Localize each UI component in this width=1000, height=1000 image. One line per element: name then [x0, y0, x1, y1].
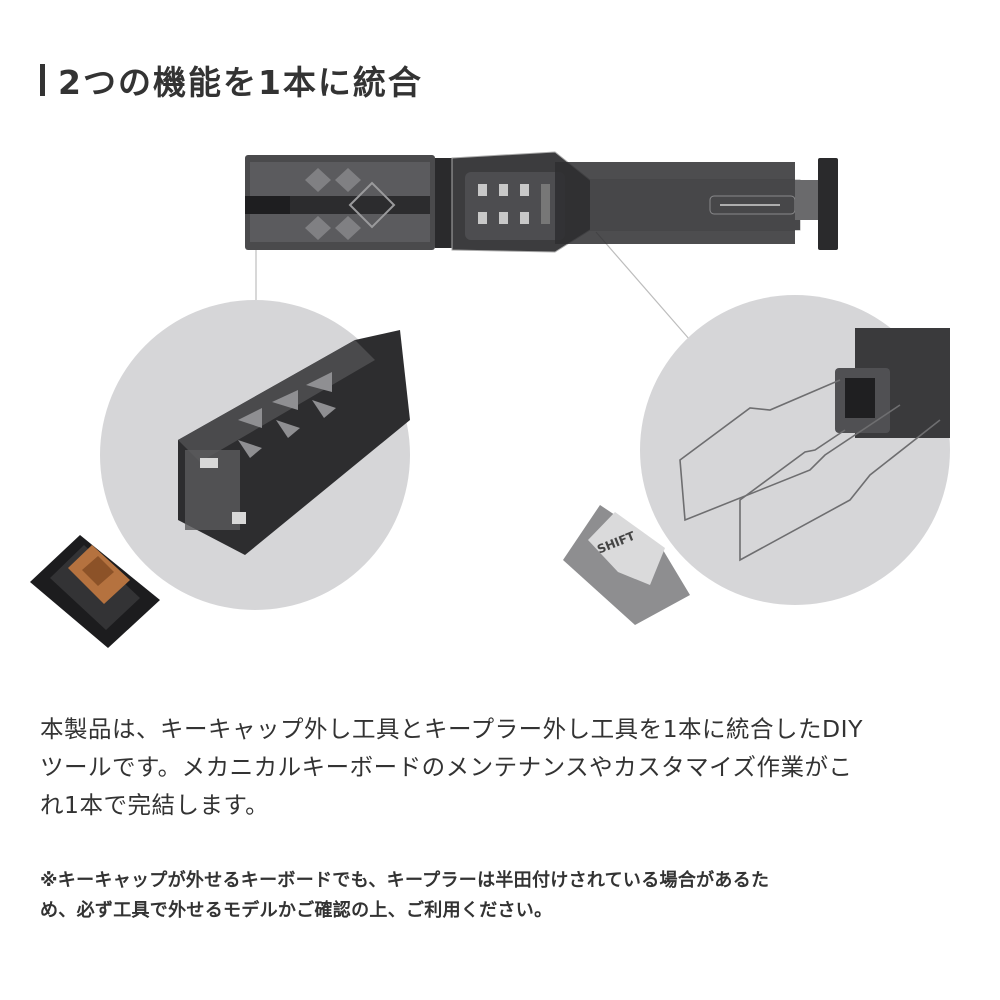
combo-tool-image [245, 151, 838, 253]
note-line: ※キーキャップが外せるキーボードでも、キープラーは半田付けされている場合があるた [40, 870, 770, 891]
title-accent-bar [40, 64, 45, 96]
mechanical-switch-image [30, 535, 160, 648]
product-illustration: SHIFT [30, 151, 950, 648]
page-title: 2つの機能を1本に統合 [58, 63, 423, 102]
product-description: 本製品は、キーキャップ外し工具とキープラー外し工具を1本に統合したDIY ツール… [40, 710, 960, 824]
shift-keycap-image: SHIFT [563, 505, 690, 625]
right-callout-line [595, 231, 691, 341]
description-line: 本製品は、キーキャップ外し工具とキープラー外し工具を1本に統合したDIY [40, 715, 863, 743]
note-line: め、必ず工具で外せるモデルかご確認の上、ご利用ください。 [40, 900, 553, 921]
description-line: れ1本で完結します。 [40, 791, 270, 819]
caution-note: ※キーキャップが外せるキーボードでも、キープラーは半田付けされている場合があるた… [40, 866, 960, 926]
keycap-puller-closeup [640, 295, 950, 605]
switch-puller-closeup [100, 300, 410, 610]
description-line: ツールです。メカニカルキーボードのメンテナンスやカスタマイズ作業がこ [40, 753, 853, 781]
